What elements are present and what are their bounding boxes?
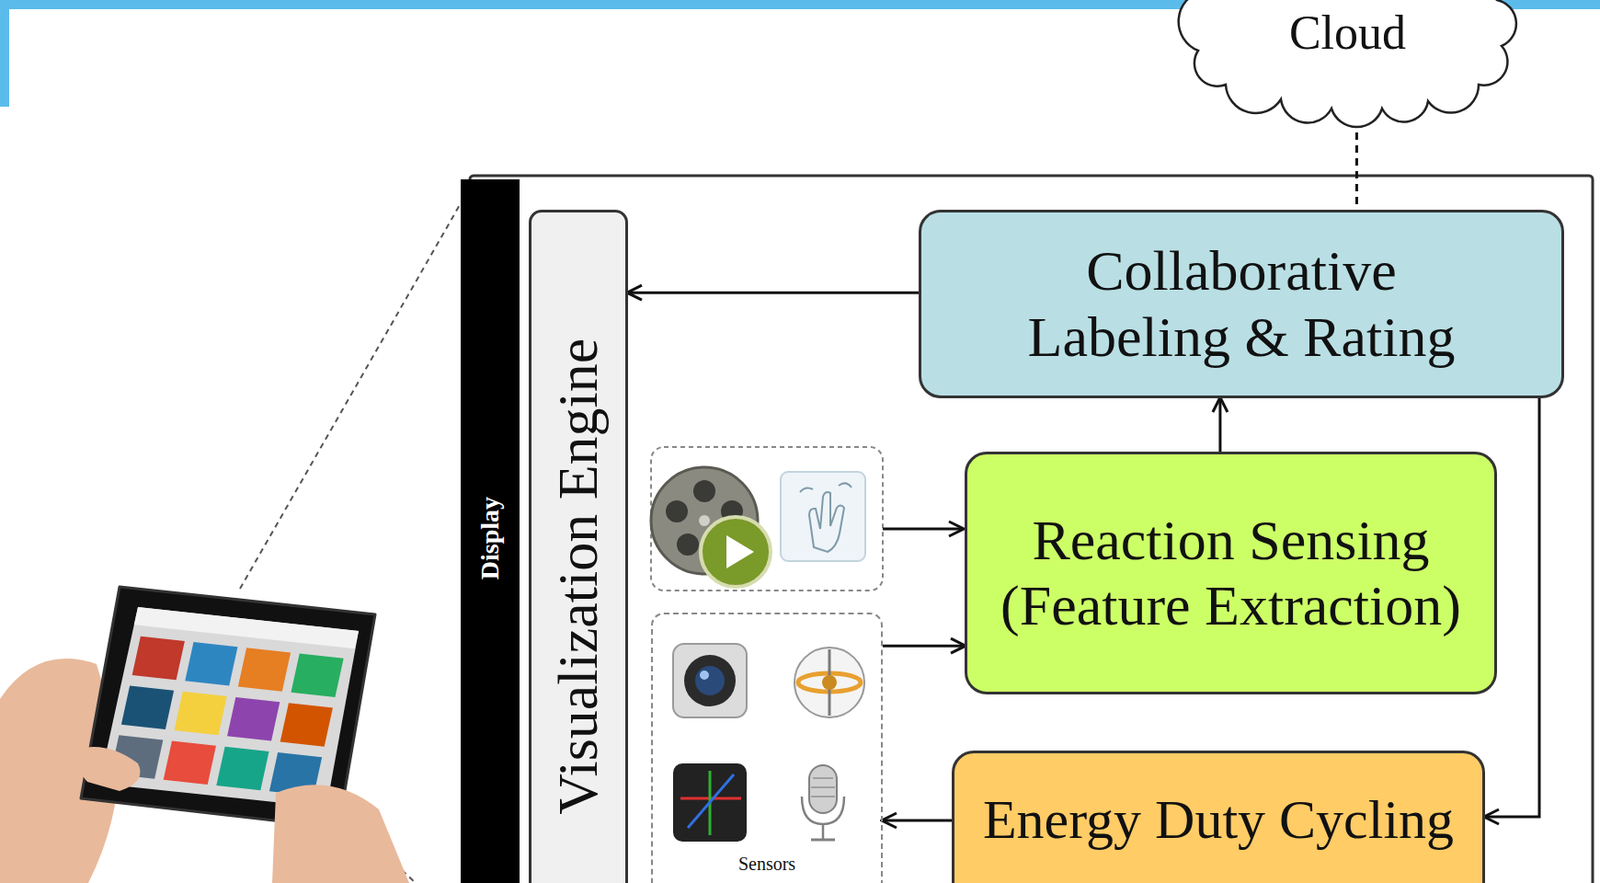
touch-frame <box>780 471 866 561</box>
box-label: Collaborative Labeling & Rating <box>983 238 1499 370</box>
mic-stem <box>822 823 825 839</box>
tile <box>173 691 227 735</box>
cloud-node: Cloud <box>1184 0 1511 133</box>
mic-grille <box>811 795 835 798</box>
media-group <box>651 446 883 591</box>
tile <box>290 652 343 697</box>
media-arrow <box>882 527 963 531</box>
accel-body <box>673 763 747 842</box>
camera-body <box>673 643 747 718</box>
tile <box>132 636 185 680</box>
sensor-group: Sensors <box>651 612 883 883</box>
hand <box>272 784 410 883</box>
rotated-label: Visualization Engine <box>545 338 611 815</box>
screen-tiles <box>102 606 359 797</box>
device-outline <box>469 175 1593 883</box>
rotated-label: Display <box>475 496 505 580</box>
film-reel-icon <box>651 467 771 587</box>
hand-gesture <box>809 491 845 552</box>
reel-hub <box>698 514 710 526</box>
gyro-orbit <box>798 673 861 692</box>
connector-arrow <box>1355 132 1359 210</box>
process-box: Reaction Sensing (Feature Extraction) <box>964 451 1498 695</box>
gyroscope-icon <box>794 647 865 718</box>
reel-hole <box>665 500 688 523</box>
frame-bar <box>0 0 10 107</box>
touch-icon <box>780 471 866 561</box>
connector-arrow <box>882 819 952 823</box>
tile <box>280 702 333 746</box>
mic-head <box>809 765 837 813</box>
engine-box: Visualization Engine <box>528 209 629 883</box>
camera-lens <box>695 665 725 696</box>
mic-grille <box>812 777 834 779</box>
box-label: Energy Duty Cycling <box>982 788 1454 852</box>
box-label: Reaction Sensing (Feature Extraction) <box>982 507 1480 640</box>
mic-cradle <box>801 796 845 824</box>
cloud-outline <box>1178 0 1517 127</box>
tile <box>238 647 291 691</box>
connector-arrow <box>1218 398 1222 452</box>
tile <box>121 685 174 730</box>
camera-ring <box>684 654 736 707</box>
gyro-ring <box>794 647 865 718</box>
leader-line <box>240 196 465 589</box>
display-band: Display <box>460 179 520 883</box>
microphone-icon <box>801 765 845 840</box>
box-label: Sensors <box>738 853 796 875</box>
accelerometer-icon <box>673 763 747 842</box>
touch-marks <box>800 482 852 492</box>
gyro-core <box>822 674 837 690</box>
tile <box>163 741 217 785</box>
tile <box>227 697 280 741</box>
process-box: Collaborative Labeling & Rating <box>918 209 1565 399</box>
connector-arrow <box>882 644 965 648</box>
tile <box>184 641 238 686</box>
play-button <box>700 516 771 587</box>
mic-grille <box>811 786 835 789</box>
camera-icon <box>673 643 747 718</box>
tablet-illustration <box>0 586 410 883</box>
process-box: Energy Duty Cycling <box>951 750 1486 883</box>
box-label: Cloud <box>1289 9 1406 58</box>
reel-hole <box>676 533 699 556</box>
accel-z <box>687 774 734 828</box>
reel-hole <box>693 480 716 503</box>
thumb <box>64 746 141 791</box>
play-triangle <box>726 535 755 569</box>
lens-glint <box>699 670 709 680</box>
tile <box>216 746 269 790</box>
mic-base <box>811 838 835 842</box>
connector-arrow <box>628 291 919 295</box>
